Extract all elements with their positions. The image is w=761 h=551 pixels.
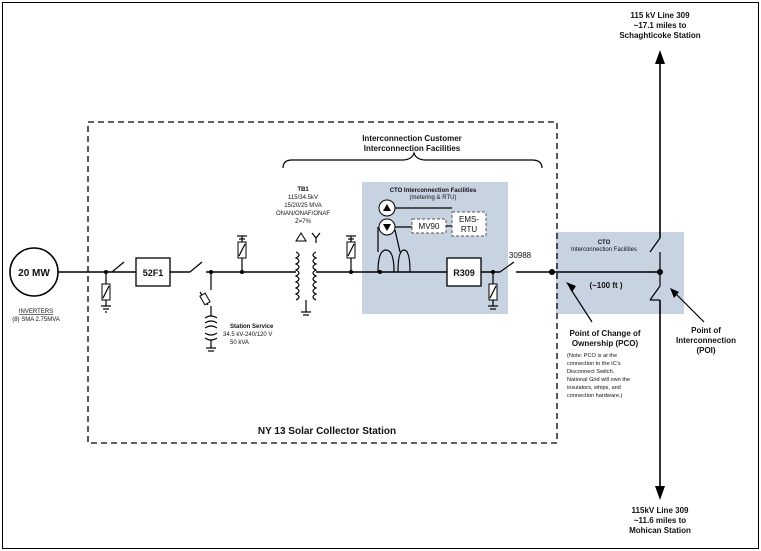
pco-note3: Disconnect Switch. xyxy=(567,369,615,375)
transformer-line5: Z=7% xyxy=(295,219,312,225)
top-label-line3: Schaghticoke Station xyxy=(619,31,700,40)
ct-coil-2 xyxy=(397,249,411,273)
poi-arrow-icon xyxy=(670,288,679,298)
disconnect-52f1-right xyxy=(189,261,203,273)
bottom-label-line3: Mohican Station xyxy=(629,526,691,535)
pco-line2: Ownership (PCO) xyxy=(572,339,639,348)
cto-right-region xyxy=(556,232,684,314)
pco-note4: National Grid will own the xyxy=(567,377,630,383)
pco-line1: Point of Change of xyxy=(569,329,640,338)
transformer-line1: TB1 xyxy=(297,187,309,193)
customer-facilities-line2: Interconnection Facilities xyxy=(364,144,461,153)
transformer-line3: 15/20/25 MVA xyxy=(284,203,322,209)
generator-label: 20 MW xyxy=(18,268,50,279)
station-name: NY 13 Solar Collector Station xyxy=(258,426,396,437)
generator-symbol xyxy=(9,247,59,297)
pco-arrow-icon xyxy=(566,282,576,292)
cto-metering-line2: (metering & RTU) xyxy=(410,195,457,201)
distance-label: (~100 ft ) xyxy=(589,281,622,290)
pco-node xyxy=(549,269,555,275)
surge-arrester-gen xyxy=(101,272,111,313)
switch-30988-label: 30988 xyxy=(509,251,532,260)
transformer-line4: ONAN/ONAF/ONAF xyxy=(276,211,330,217)
poi-line1: Point of xyxy=(691,326,721,335)
disconnect-52f1-left xyxy=(111,261,125,273)
pco-note5: insulators, whips, and xyxy=(567,385,621,391)
mv90-label: MV90 xyxy=(419,222,440,231)
station-service-line1: Station Service xyxy=(230,324,274,330)
pco-pointer xyxy=(569,287,593,323)
cto-right-line1: CTO xyxy=(598,240,611,246)
breaker-52f1-label: 52F1 xyxy=(143,268,164,278)
station-service-line3: 50 kVA xyxy=(230,340,249,346)
station-service-line2: 34.5 kV-240/120 V xyxy=(223,332,272,338)
arrow-up-icon xyxy=(655,50,665,64)
cto-metering-line1: CTO Interconnection Facilities xyxy=(390,188,477,194)
inverters-label: INVERTERS xyxy=(19,309,53,315)
poi-line3: (POI) xyxy=(696,346,715,355)
pco-note1: (Note: PCO is at the xyxy=(567,353,617,359)
ems-rtu-line1: EMS- xyxy=(459,215,479,224)
breaker-52f1 xyxy=(135,257,171,287)
customer-facilities-brace xyxy=(282,150,543,169)
top-label-line2: ~17.1 miles to xyxy=(634,21,687,30)
surge-arrester-34kv xyxy=(237,235,247,272)
transformer-line2: 115/34.5kV xyxy=(288,195,318,201)
poi-switch-upper xyxy=(649,237,661,253)
inverters-detail: (8) SMA 2.75MVA xyxy=(12,317,60,323)
pco-note2: connection to the IC's xyxy=(567,361,621,367)
station-service-branch xyxy=(199,272,218,352)
ems-rtu-box xyxy=(451,211,487,237)
collector-station-boundary xyxy=(87,121,558,444)
surge-arrester-115kv xyxy=(346,235,356,272)
bottom-label-line2: ~11.6 miles to xyxy=(634,516,686,525)
cto-right-line2: Interconnection Facilities xyxy=(571,247,637,253)
poi-pointer xyxy=(673,291,705,323)
pco-note6: connection hardware.) xyxy=(567,393,622,399)
breaker-r309 xyxy=(446,257,482,287)
bottom-label-line1: 115kV Line 309 xyxy=(632,506,689,515)
ems-rtu-line2: RTU xyxy=(461,225,478,234)
ct-coil-1 xyxy=(377,249,395,273)
top-label-line1: 115 kV Line 309 xyxy=(630,11,690,20)
transformer-tb1 xyxy=(294,232,321,316)
breaker-r309-label: R309 xyxy=(453,268,475,278)
poi-switch-lower xyxy=(649,285,661,301)
poi-line2: Interconnection xyxy=(676,336,736,345)
customer-facilities-line1: Interconnection Customer xyxy=(362,134,462,143)
arrow-down-icon xyxy=(655,486,665,500)
disconnect-30988 xyxy=(499,261,515,273)
